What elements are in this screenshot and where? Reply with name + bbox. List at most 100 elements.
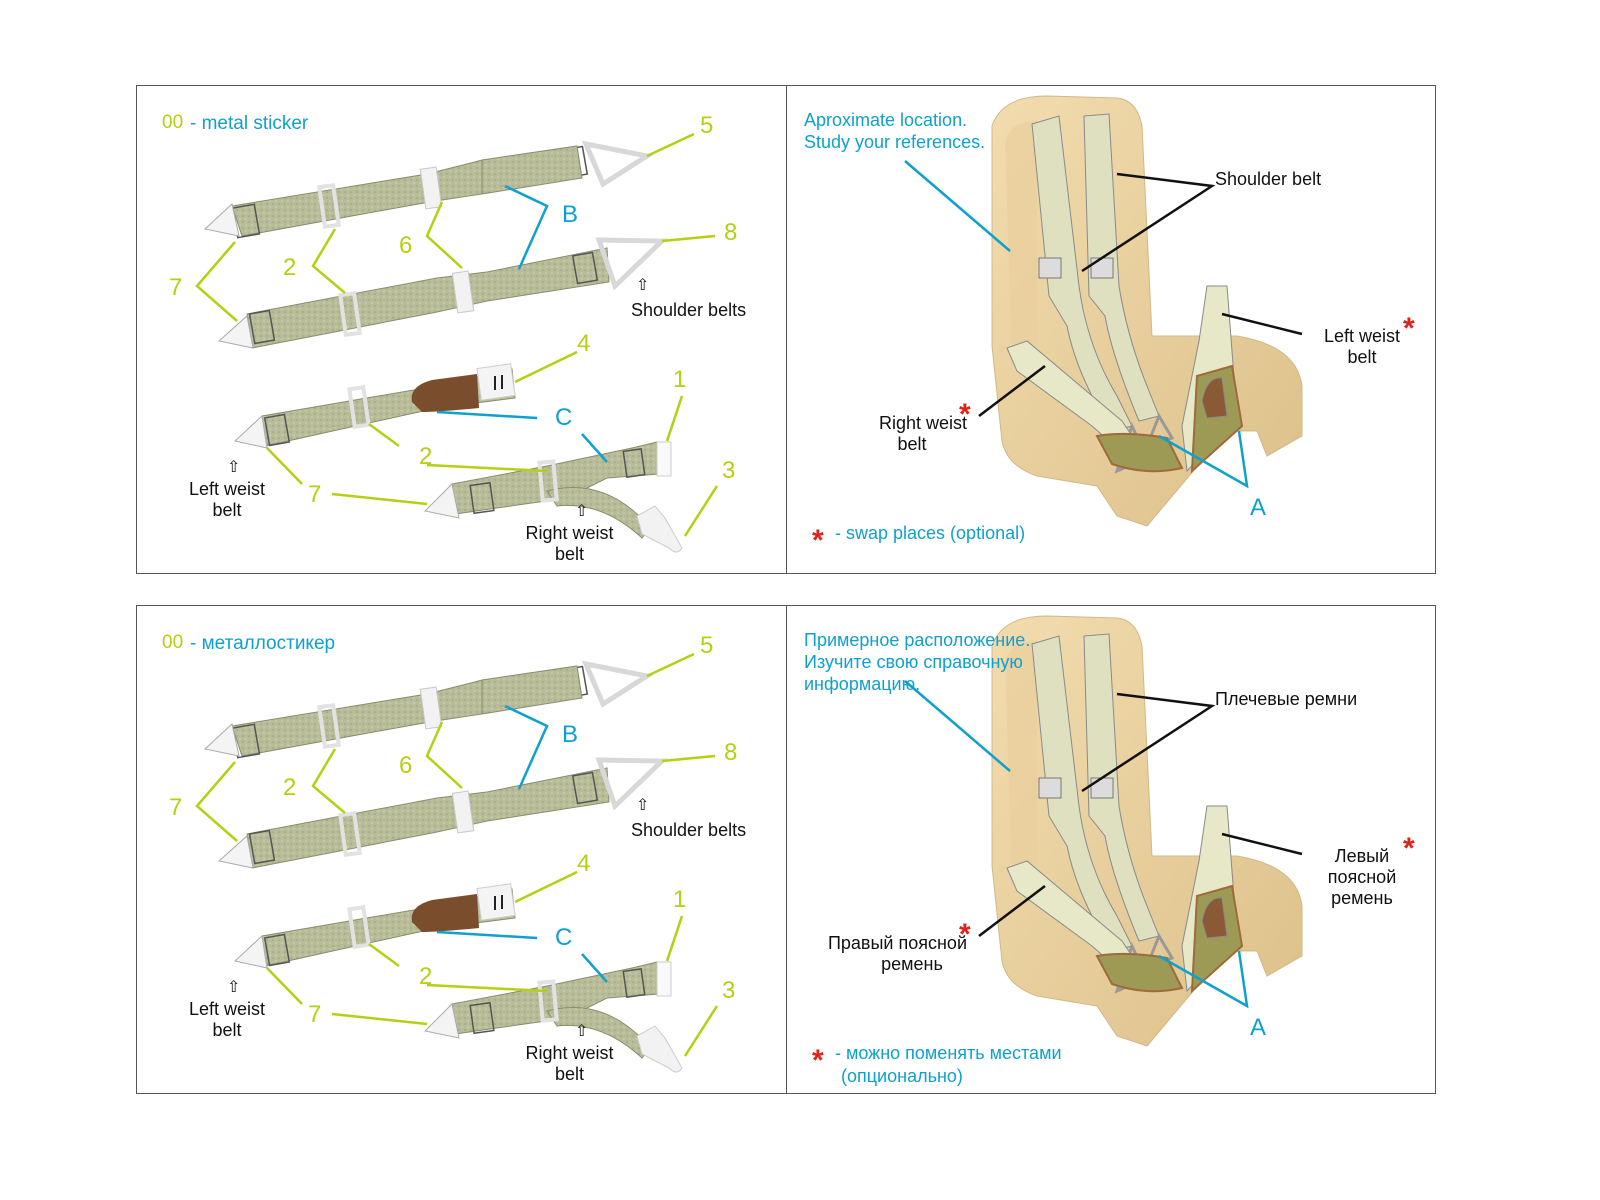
- callout-3: 3: [722, 977, 736, 1004]
- callout-lines: [195, 652, 719, 1057]
- triangle-fitting: [581, 660, 654, 708]
- slide-buckle: [347, 904, 371, 950]
- swap-note-line1: - swap places (optional): [835, 523, 1026, 543]
- end-buckle: [656, 961, 672, 997]
- belt-parts-illustration: [195, 652, 719, 1073]
- legend-text: - металлостикер: [190, 633, 336, 654]
- right-waist-belt-part: [423, 961, 683, 1073]
- shoulder-belt-lower: [217, 237, 669, 349]
- swap-star-icon: *: [1403, 832, 1415, 865]
- triangle-fitting: [423, 482, 460, 519]
- slide-buckle: [347, 384, 371, 430]
- swap-star-icon: *: [959, 918, 971, 951]
- location-note-line1: Aproximate location.: [804, 110, 968, 130]
- label-right-waist-belt: Правый поясной ремень: [827, 933, 967, 974]
- x-stitch-patch: [469, 481, 495, 515]
- arrow-up-icon: ⇧: [636, 797, 650, 814]
- swap-star-icon: *: [1403, 312, 1415, 345]
- slide-buckle: [338, 810, 362, 858]
- callout-letter-a: A: [1250, 494, 1267, 521]
- x-stitch-patch: [622, 968, 646, 998]
- hook-fitting: [636, 505, 683, 553]
- label-right-waist-belt: Right weist belt: [878, 413, 967, 454]
- seat-callout-lines: [904, 680, 1303, 1009]
- seat-illustration: [904, 615, 1303, 1047]
- callout-letter-c: C: [555, 404, 573, 431]
- callout-2-upper: 2: [283, 254, 297, 281]
- location-note-line2: Study your references.: [804, 132, 986, 152]
- slide-buckle: [537, 979, 559, 1023]
- triangle-fitting: [233, 414, 268, 449]
- end-buckle: [656, 441, 672, 477]
- parts-panel: 00 - metal sticker 5 8 6 2 7 B 4 1 3 2 7…: [137, 86, 786, 573]
- triangle-fitting: [423, 1002, 460, 1039]
- callout-2-lower: 2: [419, 443, 433, 470]
- caption-shoulder-belts: Shoulder belts: [631, 300, 747, 320]
- d-ring-buckle: [419, 686, 443, 730]
- legend-code: 00: [162, 632, 184, 653]
- left-waist-belt-part: [233, 363, 516, 449]
- swap-note-line2: (опционально): [841, 1066, 963, 1086]
- callout-4: 4: [577, 330, 591, 357]
- label-shoulder-belt: Плечевые ремни: [1215, 689, 1358, 709]
- leather-tab: [1201, 897, 1228, 939]
- arrow-up-icon: ⇧: [636, 277, 650, 294]
- arrow-up-icon: ⇧: [575, 1023, 589, 1040]
- triangle-fitting: [233, 934, 268, 969]
- x-stitch-patch: [248, 309, 276, 345]
- leather-tab: [411, 894, 479, 932]
- callout-7-lower: 7: [308, 481, 322, 508]
- triangle-fitting: [595, 237, 669, 291]
- legend-code: 00: [162, 112, 184, 133]
- x-stitch-patch: [248, 829, 276, 865]
- callout-6: 6: [399, 232, 413, 259]
- location-note-line3: информацию.: [804, 674, 921, 694]
- triangle-fitting: [217, 835, 254, 869]
- x-stitch-patch: [263, 413, 291, 447]
- left-waist-belt-part: [233, 883, 516, 969]
- seat-illustration: [904, 95, 1303, 527]
- arrow-up-icon: ⇧: [575, 503, 589, 520]
- caption-right-waist-belt: Right weist belt: [525, 523, 614, 564]
- panel-divider: [786, 606, 787, 1093]
- d-ring-buckle: [451, 270, 475, 314]
- callout-letter-a: A: [1250, 1014, 1267, 1041]
- triangle-fitting: [217, 315, 254, 349]
- caption-shoulder-belts: Shoulder belts: [631, 820, 747, 840]
- seat-panel: Примерное расположение. Изучите свою спр…: [787, 606, 1436, 1093]
- right-waist-belt-part: [423, 441, 683, 553]
- callout-letter-b: B: [562, 201, 579, 228]
- belt-parts-illustration: [195, 132, 719, 553]
- callout-7-upper: 7: [169, 274, 183, 301]
- callout-3: 3: [722, 457, 736, 484]
- label-left-waist-belt: Left weist belt: [1323, 326, 1401, 367]
- shoulder-belt-upper: [203, 660, 654, 759]
- d-ring-buckle: [419, 166, 443, 210]
- location-note-line1: Примерное расположение.: [804, 630, 1031, 650]
- shoulder-belts-fitted: [1031, 113, 1175, 474]
- arrow-up-icon: ⇧: [227, 459, 241, 476]
- callout-5: 5: [700, 632, 714, 659]
- x-stitch-patch: [263, 933, 291, 967]
- label-left-waist-belt: Левый поясной ремень: [1327, 846, 1397, 908]
- shoulder-belt-lower: [217, 757, 669, 869]
- instruction-frame-en: 00 - metal sticker 5 8 6 2 7 B 4 1 3 2 7…: [136, 85, 1436, 574]
- hook-fitting: [636, 1025, 683, 1073]
- callout-8: 8: [724, 739, 738, 766]
- swap-star-icon: *: [812, 1044, 824, 1077]
- label-shoulder-belt: Shoulder belt: [1215, 169, 1322, 189]
- arrow-up-icon: ⇧: [227, 979, 241, 996]
- leather-tab: [1201, 377, 1228, 419]
- caption-left-waist-belt: Left weist belt: [188, 479, 266, 520]
- x-stitch-patch: [571, 771, 599, 805]
- instruction-frame-ru: 00 - металлостикер 5 8 6 2 7 B 4 1 3 2 7…: [136, 605, 1436, 1094]
- x-stitch-patch: [622, 448, 646, 478]
- waist-belts-fitted: [1006, 285, 1244, 474]
- d-ring-buckle: [451, 790, 475, 834]
- caption-right-waist-belt: Right weist belt: [525, 1043, 614, 1084]
- callout-lines: [195, 132, 719, 537]
- x-stitch-patch: [469, 1001, 495, 1035]
- triangle-fitting: [203, 203, 240, 237]
- slide-buckle: [537, 459, 559, 503]
- callout-1: 1: [673, 366, 687, 393]
